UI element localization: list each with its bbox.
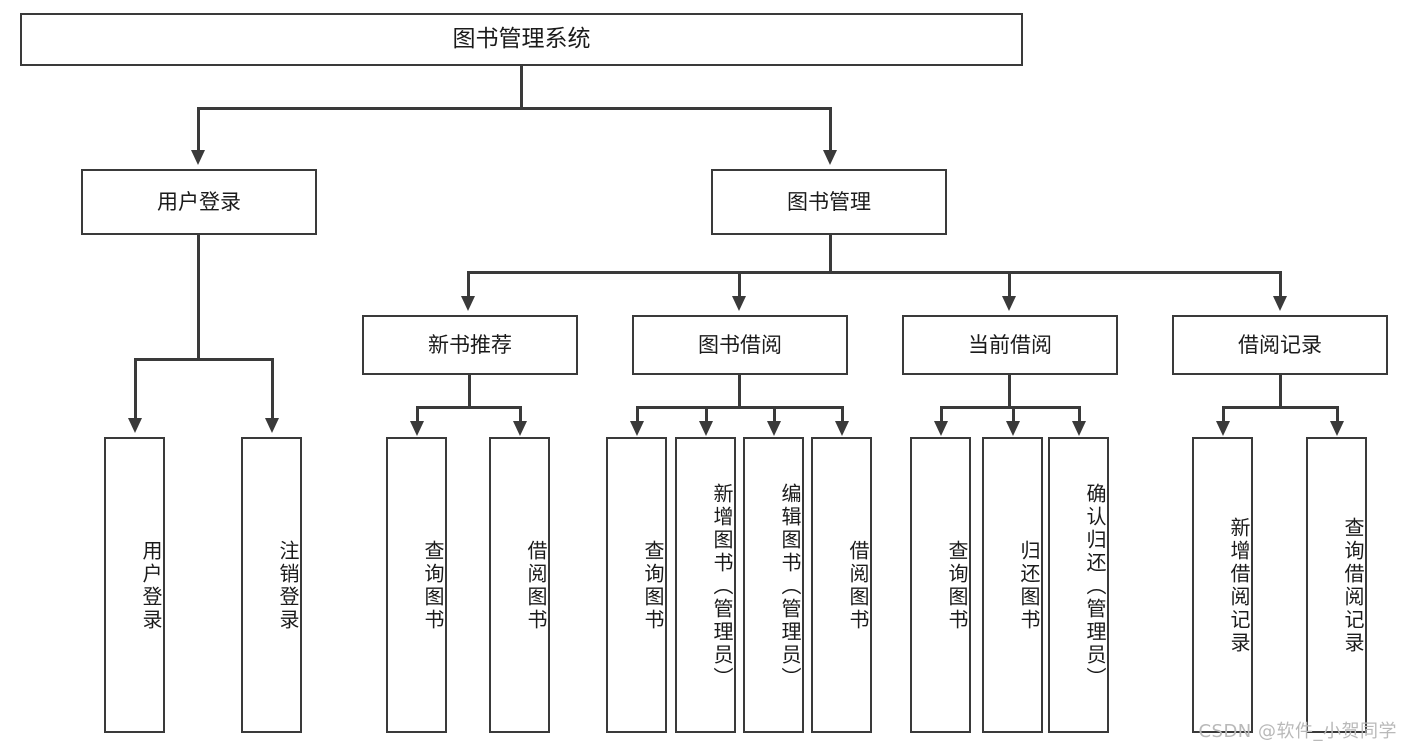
connector-nbr-stem — [468, 375, 471, 408]
node-label: 注销登录 — [276, 540, 300, 632]
connector-bm-to-book-borrow — [738, 271, 741, 299]
connector-cb-to-leaf-1 — [940, 406, 943, 424]
connector-bm-to-current-borrow — [1008, 271, 1011, 299]
connector-nbr-to-leaf-2 — [519, 406, 522, 424]
node-label: 归还图书 — [1017, 540, 1041, 632]
arrow-nbr-to-leaf-1 — [410, 421, 424, 436]
node-label: 编辑图书（管理员） — [778, 482, 802, 690]
connector-bb-to-leaf-3 — [773, 406, 776, 424]
leaf-logout-login[interactable]: 注销登录 — [241, 437, 302, 733]
connector-br-bus — [1222, 406, 1338, 409]
connector-nbr-to-leaf-1 — [416, 406, 419, 424]
connector-cb-bus — [940, 406, 1080, 409]
leaf-query-book-1[interactable]: 查询图书 — [386, 437, 447, 733]
arrow-cb-to-leaf-3 — [1072, 421, 1086, 436]
leaf-confirm-return[interactable]: 确认归还（管理员） — [1048, 437, 1109, 733]
leaf-query-record[interactable]: 查询借阅记录 — [1306, 437, 1367, 733]
arrow-bm-to-borrow-record — [1273, 296, 1287, 311]
node-label: 借阅图书 — [524, 540, 548, 632]
node-label: 查询图书 — [641, 540, 665, 632]
connector-cb-to-leaf-2 — [1012, 406, 1015, 424]
connector-cb-to-leaf-3 — [1078, 406, 1081, 424]
arrow-bm-to-new-book-recommend — [461, 296, 475, 311]
connector-user-login-to-leaf-1 — [134, 358, 137, 420]
arrow-root-to-book-management — [823, 150, 837, 165]
connector-bm-to-borrow-record — [1279, 271, 1282, 299]
connector-bm-to-new-book-recommend — [467, 271, 470, 299]
node-user-login[interactable]: 用户登录 — [81, 169, 317, 235]
arrow-bb-to-leaf-3 — [767, 421, 781, 436]
connector-br-stem — [1279, 375, 1282, 408]
arrow-bb-to-leaf-4 — [835, 421, 849, 436]
connector-br-to-leaf-1 — [1222, 406, 1225, 424]
connector-bb-to-leaf-4 — [841, 406, 844, 424]
connector-bb-bus — [636, 406, 843, 409]
watermark-text: CSDN @软件_小贺同学 — [1198, 721, 1397, 742]
leaf-user-login[interactable]: 用户登录 — [104, 437, 165, 733]
arrow-br-to-leaf-2 — [1330, 421, 1344, 436]
node-book-management[interactable]: 图书管理 — [711, 169, 947, 235]
node-label: 借阅图书 — [846, 540, 870, 632]
node-label: 用户登录 — [139, 540, 163, 632]
leaf-add-book[interactable]: 新增图书（管理员） — [675, 437, 736, 733]
connector-bb-stem — [738, 375, 741, 408]
connector-root-stem — [520, 66, 523, 108]
connector-user-login-stem — [197, 235, 200, 360]
node-label: 新增借阅记录 — [1227, 517, 1251, 655]
connector-root-to-book-management — [829, 107, 832, 153]
connector-user-login-bus — [134, 358, 273, 361]
connector-user-login-to-leaf-2 — [271, 358, 274, 420]
connector-book-management-bus — [467, 271, 1281, 274]
arrow-bm-to-current-borrow — [1002, 296, 1016, 311]
node-book-borrow[interactable]: 图书借阅 — [632, 315, 848, 375]
connector-nbr-bus — [416, 406, 521, 409]
leaf-query-book-3[interactable]: 查询图书 — [910, 437, 971, 733]
node-label: 当前借阅 — [968, 332, 1052, 357]
connector-root-bus — [197, 107, 832, 110]
arrow-bm-to-book-borrow — [732, 296, 746, 311]
connector-br-to-leaf-2 — [1336, 406, 1339, 424]
arrow-nbr-to-leaf-2 — [513, 421, 527, 436]
arrow-user-login-to-leaf-1 — [128, 418, 142, 433]
arrow-cb-to-leaf-1 — [934, 421, 948, 436]
leaf-borrow-book-1[interactable]: 借阅图书 — [489, 437, 550, 733]
node-label: 新书推荐 — [428, 332, 512, 357]
arrow-root-to-user-login — [191, 150, 205, 165]
arrow-bb-to-leaf-2 — [699, 421, 713, 436]
connector-cb-stem — [1008, 375, 1011, 408]
node-label: 借阅记录 — [1238, 332, 1322, 357]
arrow-br-to-leaf-1 — [1216, 421, 1230, 436]
node-label: 图书借阅 — [698, 332, 782, 357]
node-current-borrow[interactable]: 当前借阅 — [902, 315, 1118, 375]
leaf-add-record[interactable]: 新增借阅记录 — [1192, 437, 1253, 733]
node-label: 查询图书 — [421, 540, 445, 632]
arrow-cb-to-leaf-2 — [1006, 421, 1020, 436]
node-label: 查询图书 — [945, 540, 969, 632]
connector-book-management-stem — [829, 235, 832, 273]
node-new-book-recommend[interactable]: 新书推荐 — [362, 315, 578, 375]
arrow-user-login-to-leaf-2 — [265, 418, 279, 433]
node-label: 查询借阅记录 — [1341, 517, 1365, 655]
connector-root-to-user-login — [197, 107, 200, 153]
arrow-bb-to-leaf-1 — [630, 421, 644, 436]
node-label: 图书管理系统 — [452, 25, 591, 52]
leaf-edit-book[interactable]: 编辑图书（管理员） — [743, 437, 804, 733]
leaf-borrow-book-2[interactable]: 借阅图书 — [811, 437, 872, 733]
node-label: 图书管理 — [787, 189, 871, 214]
node-label: 确认归还（管理员） — [1083, 482, 1107, 690]
connector-bb-to-leaf-2 — [705, 406, 708, 424]
node-root-system[interactable]: 图书管理系统 — [20, 13, 1023, 66]
connector-bb-to-leaf-1 — [636, 406, 639, 424]
node-borrow-record[interactable]: 借阅记录 — [1172, 315, 1388, 375]
leaf-return-book[interactable]: 归还图书 — [982, 437, 1043, 733]
node-label: 新增图书（管理员） — [710, 482, 734, 690]
leaf-query-book-2[interactable]: 查询图书 — [606, 437, 667, 733]
node-label: 用户登录 — [157, 189, 241, 214]
